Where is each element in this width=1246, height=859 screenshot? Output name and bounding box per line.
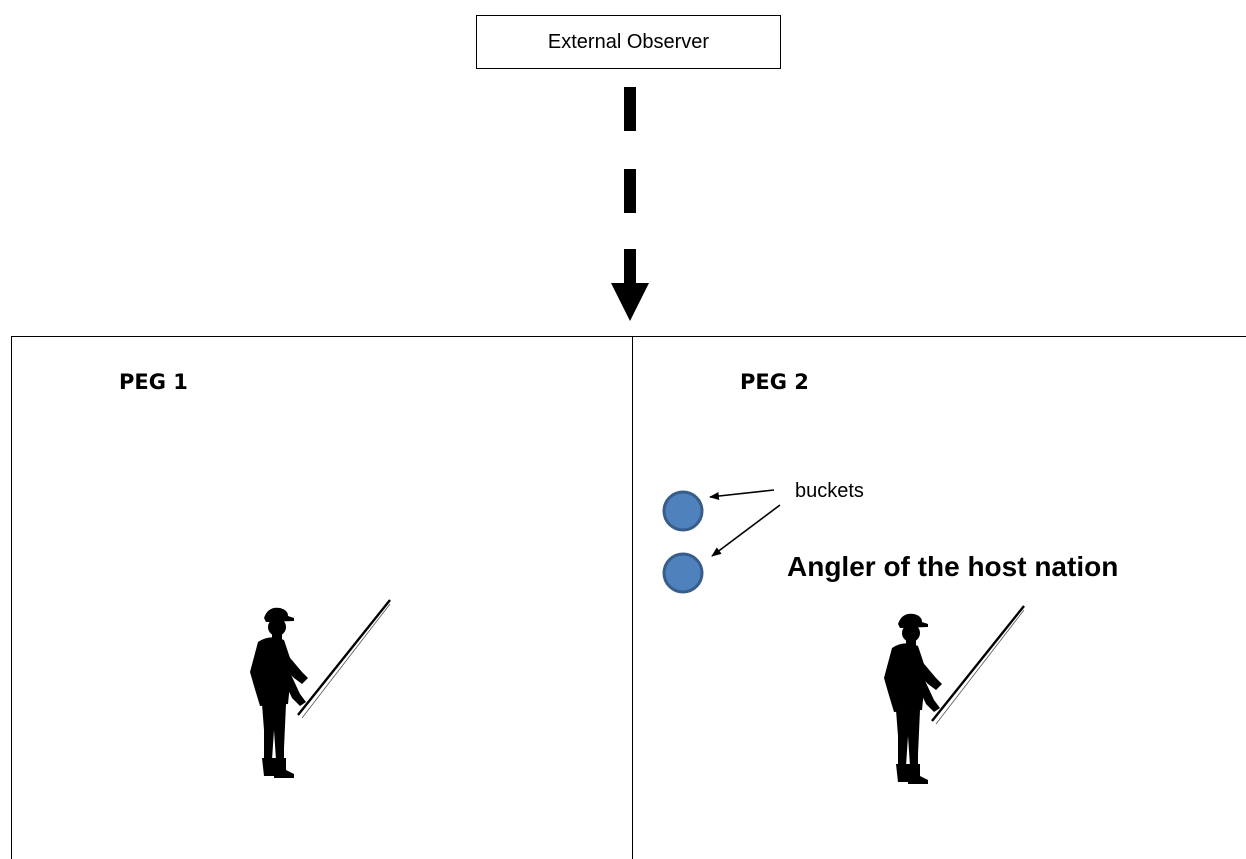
bucket-icon-bottom bbox=[662, 552, 704, 594]
dashed-arrow-down-icon bbox=[611, 87, 649, 321]
peg-2-label: PEG 2 bbox=[740, 370, 809, 394]
pointer-arrow-to-bottom-bucket bbox=[711, 504, 781, 557]
pointer-arrow-to-top-bucket bbox=[709, 489, 775, 500]
peg-divider-line bbox=[632, 336, 633, 859]
angler-silhouette-icon-peg-2 bbox=[882, 604, 1026, 786]
angler-silhouette-icon-peg-1 bbox=[248, 598, 392, 780]
fishing-field-frame bbox=[11, 336, 1246, 859]
buckets-label: buckets bbox=[795, 480, 864, 502]
bucket-icon-top bbox=[662, 490, 704, 532]
external-observer-label: External Observer bbox=[547, 30, 710, 53]
external-observer-box: External Observer bbox=[476, 15, 781, 69]
angler-host-nation-label: Angler of the host nation bbox=[787, 551, 1119, 582]
peg-1-label: PEG 1 bbox=[119, 370, 188, 394]
